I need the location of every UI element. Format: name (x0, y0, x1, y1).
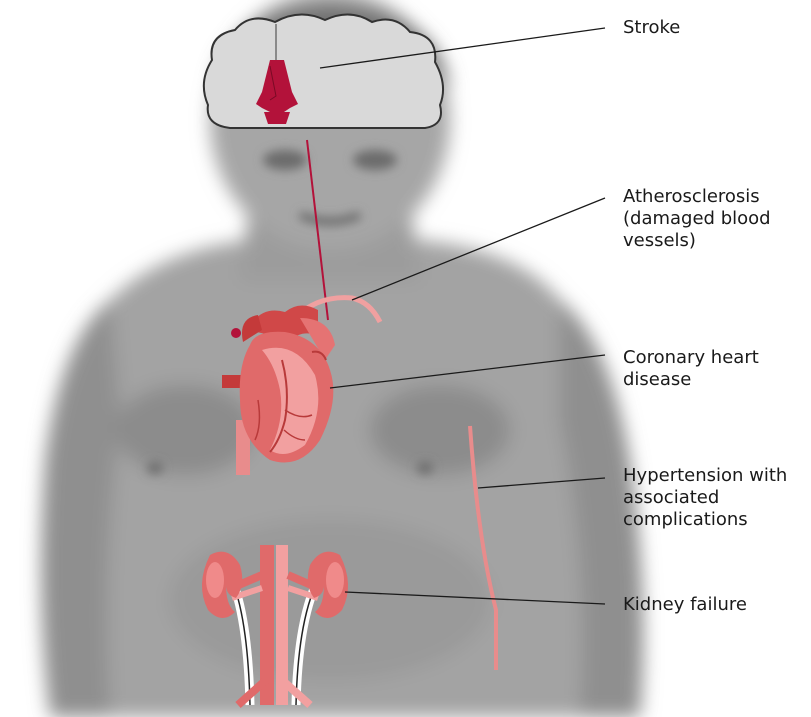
brain-illustration (204, 14, 443, 128)
coronary-label-line: Coronary heart (623, 347, 759, 369)
hypertension-label-line: Hypertension with (623, 465, 787, 487)
coronary-label-line: disease (623, 369, 759, 391)
hypertension-label-line: associated (623, 487, 787, 509)
atherosclerosis-label: Atherosclerosis (damaged blood vessels) (623, 186, 771, 252)
atherosclerosis-label-line: Atherosclerosis (623, 186, 771, 208)
atherosclerosis-label-line: (damaged blood (623, 208, 771, 230)
stroke-label-line: Stroke (623, 17, 680, 39)
stroke-label: Stroke (623, 17, 680, 39)
coronary-label: Coronary heart disease (623, 347, 759, 391)
kidney-label: Kidney failure (623, 594, 747, 616)
hypertension-label-line: complications (623, 509, 787, 531)
hypertension-label: Hypertension with associated complicatio… (623, 465, 787, 531)
atherosclerosis-label-line: vessels) (623, 230, 771, 252)
kidney-label-line: Kidney failure (623, 594, 747, 616)
